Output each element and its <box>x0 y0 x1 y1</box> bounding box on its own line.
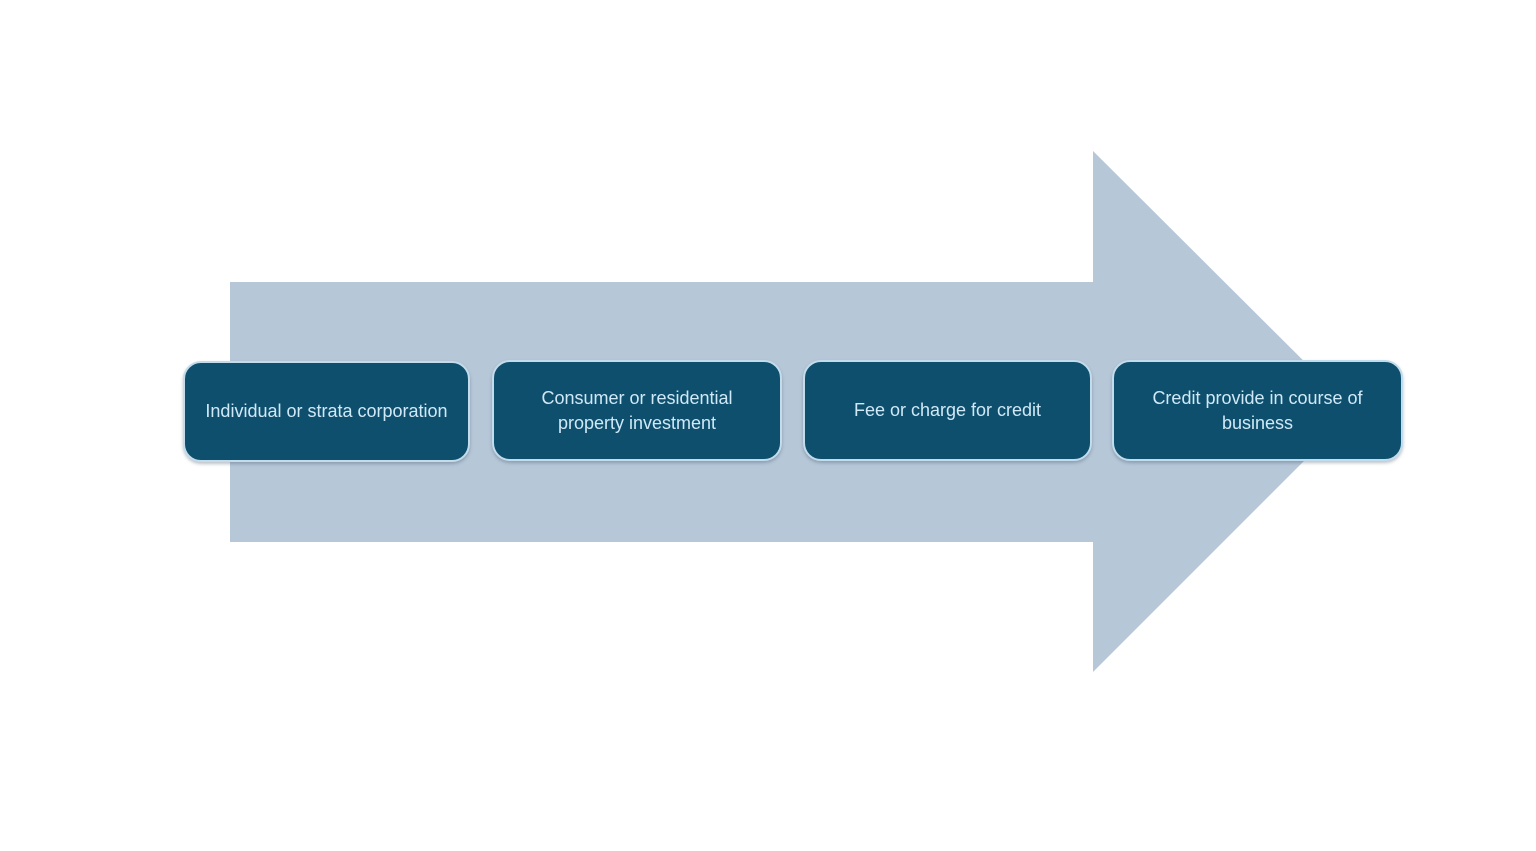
step-box-individual-or-strata-corporation: Individual or strata corporation <box>183 361 470 462</box>
step-label: Consumer or residential property investm… <box>541 387 733 433</box>
step-label: Credit provide in course of business <box>1152 387 1363 433</box>
step-box-credit-provide-in-course-of-business: Credit provide in course of business <box>1112 360 1403 461</box>
step-box-consumer-or-residential-property-investment: Consumer or residential property investm… <box>492 360 782 461</box>
step-label: Fee or charge for credit <box>853 400 1042 420</box>
step-box-fee-or-charge-for-credit: Fee or charge for credit <box>803 360 1092 461</box>
step-label: Individual or strata corporation <box>205 401 448 421</box>
